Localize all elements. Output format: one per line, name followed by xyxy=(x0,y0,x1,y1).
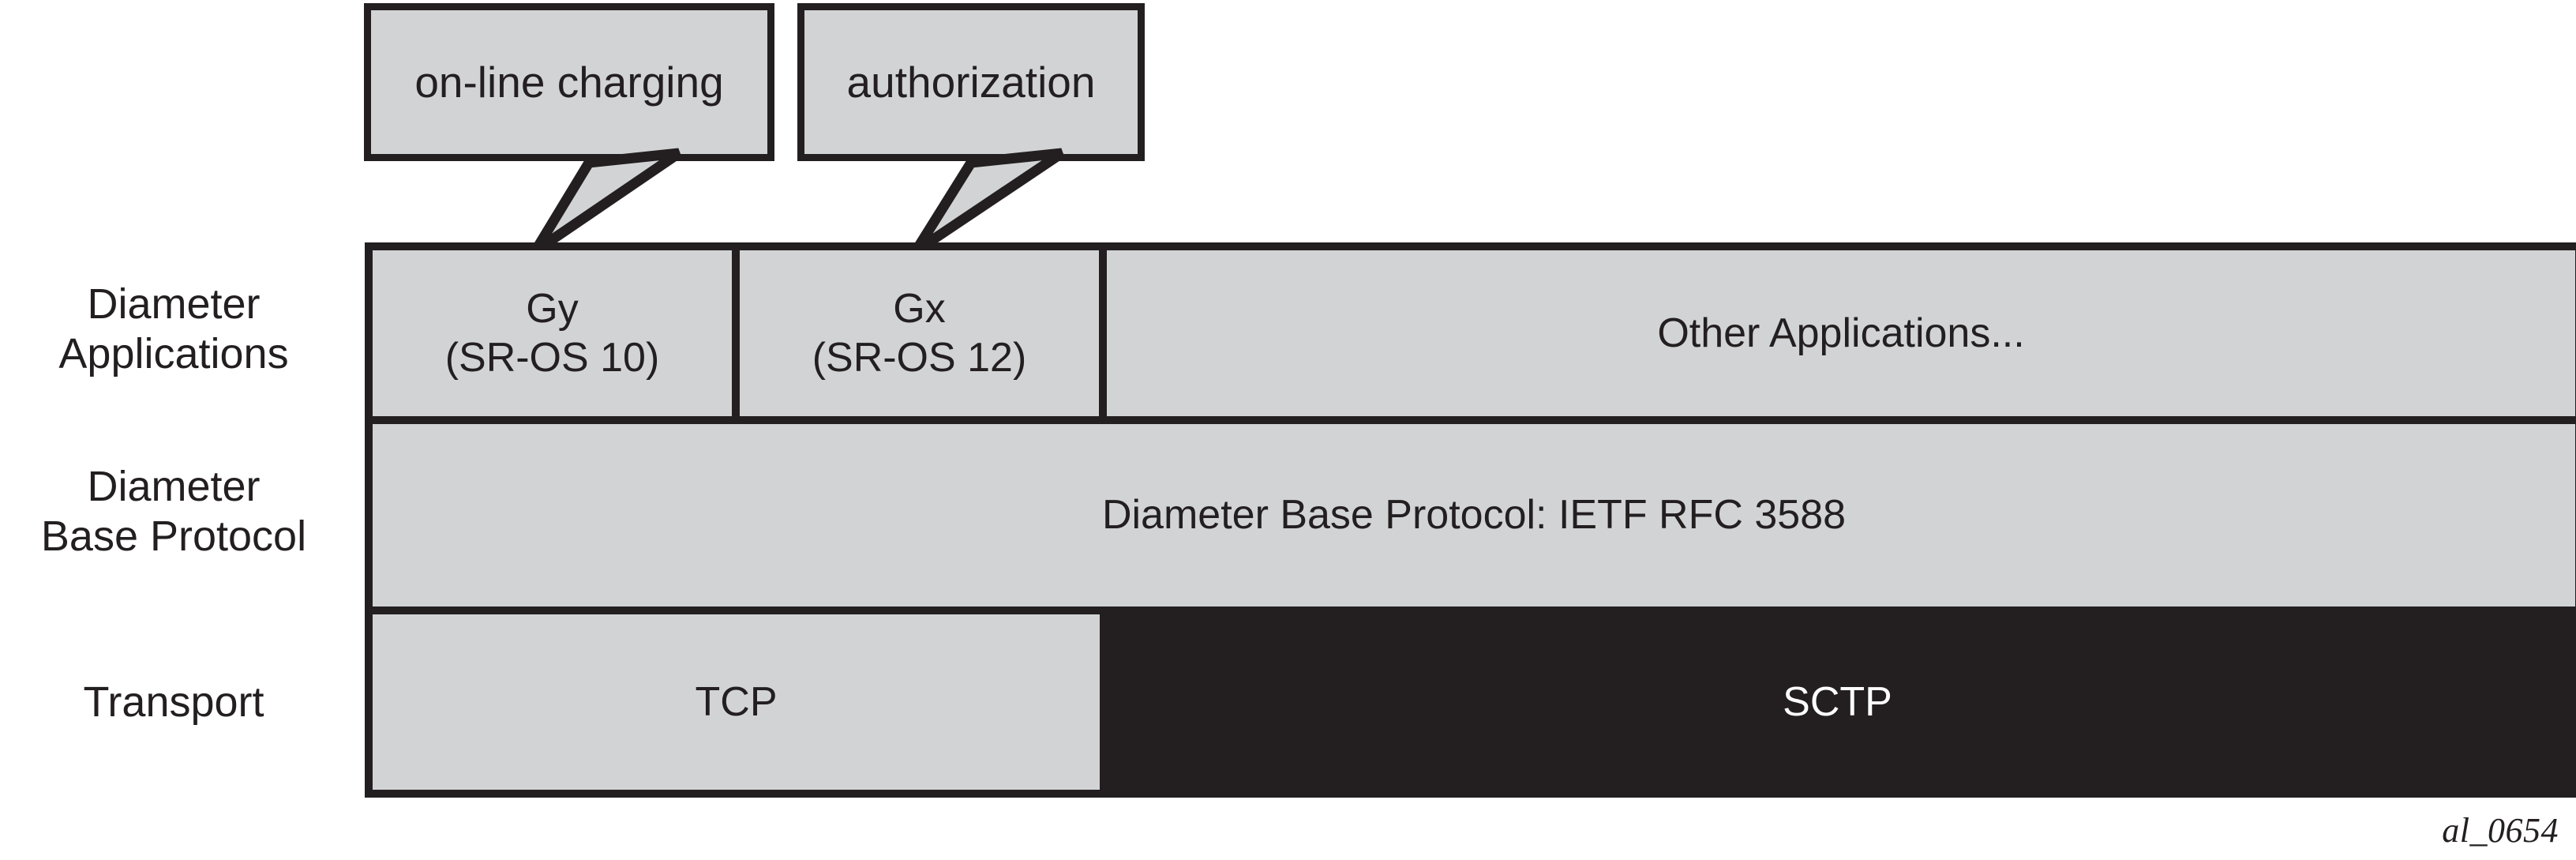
stack-cell-tcp[interactable]: TCP xyxy=(373,614,1100,790)
callout-on-line-charging-tail xyxy=(531,148,682,256)
divider-gx-other xyxy=(1099,250,1107,416)
stack-cell-sctp[interactable]: SCTP xyxy=(1100,614,2575,790)
stack-cell-gy[interactable]: Gy (SR-OS 10) xyxy=(373,250,732,416)
figure-id-label: al_0654 xyxy=(2442,811,2559,850)
divider-applications-base xyxy=(373,416,2575,424)
row-label-diameter-applications: Diameter Applications xyxy=(58,280,289,377)
row-label-diameter-base-protocol: Diameter Base Protocol xyxy=(40,462,307,560)
stack-cell-other-applications[interactable]: Other Applications... xyxy=(1107,250,2575,416)
callout-on-line-charging: on-line charging xyxy=(364,3,774,161)
protocol-stack: Gy (SR-OS 10) Gx (SR-OS 12) Other Applic… xyxy=(365,242,2576,798)
stack-cell-gx[interactable]: Gx (SR-OS 12) xyxy=(740,250,1099,416)
callout-on-line-charging-label: on-line charging xyxy=(414,57,724,107)
row-label-transport: Transport xyxy=(83,678,264,726)
stack-cell-diameter-base-protocol[interactable]: Diameter Base Protocol: IETF RFC 3588 xyxy=(373,424,2575,607)
callout-authorization-tail xyxy=(911,148,1065,256)
callout-authorization: authorization xyxy=(797,3,1145,161)
callout-authorization-label: authorization xyxy=(846,57,1096,107)
divider-gy-gx xyxy=(732,250,740,416)
divider-base-transport xyxy=(373,607,2575,614)
